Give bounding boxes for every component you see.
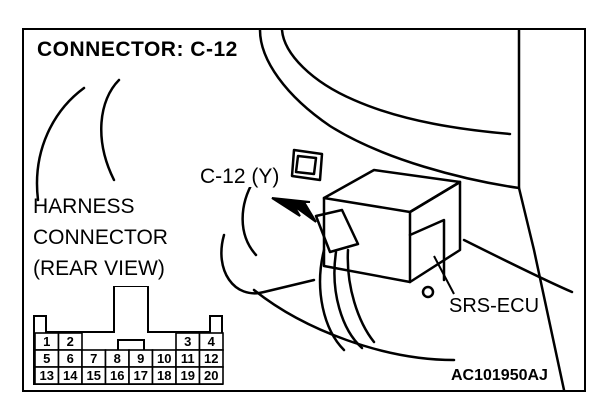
pin-number: 11: [181, 351, 195, 366]
pin-number: 12: [204, 351, 218, 366]
pin-number: 5: [43, 351, 50, 366]
pin-number: 9: [137, 351, 144, 366]
pin-number: 20: [204, 368, 218, 383]
pin-number: 13: [40, 368, 54, 383]
ecu-label: SRS-ECU: [447, 295, 542, 317]
pointer-arrow: [271, 197, 317, 223]
pin-number: 14: [63, 368, 78, 383]
seat-outline-2: [100, 78, 121, 182]
pin-number: 15: [87, 368, 101, 383]
pin-number: 6: [67, 351, 74, 366]
floor-trim-2: [241, 178, 258, 257]
pin-number: 2: [67, 334, 74, 349]
pin-number: 8: [114, 351, 121, 366]
pin-number: 1: [43, 334, 50, 349]
floor-trim: [220, 233, 316, 295]
pin-number: 7: [90, 351, 97, 366]
pin-number: 4: [208, 334, 216, 349]
harness-label-line-3: (REAR VIEW): [33, 257, 165, 280]
figure-code: AC101950AJ: [451, 367, 548, 384]
pin-number: 17: [134, 368, 148, 383]
pin-number: 18: [157, 368, 171, 383]
console-inner: [280, 30, 512, 136]
floor-curve: [252, 288, 456, 362]
floor-right: [462, 238, 574, 294]
console-panel: [258, 30, 521, 190]
pin-number: 19: [181, 368, 195, 383]
ecu-front: [322, 196, 412, 284]
ecu-top: [322, 168, 462, 214]
harness-label-line-1: HARNESS: [33, 195, 135, 218]
diagram-frame: CONNECTOR: C-12 C-12 (Y) HARNESS CONNECT…: [22, 28, 586, 392]
harness-wires: [318, 248, 346, 352]
pin-number: 16: [110, 368, 124, 383]
ecu-leader: [433, 255, 455, 295]
pin-number: 3: [184, 334, 191, 349]
diagram-title: CONNECTOR: C-12: [34, 38, 241, 61]
pin-cell: [198, 366, 224, 385]
connector-body: [314, 208, 360, 254]
pin-number: 10: [157, 351, 171, 366]
ecu-side: [408, 180, 462, 284]
ecu-bracket: [408, 218, 446, 282]
vehicle-illustration: [35, 30, 574, 390]
harness-label-line-2: CONNECTOR: [33, 226, 168, 249]
console-edge: [517, 186, 566, 390]
pinout-housing: [33, 286, 223, 385]
connector-callout: C-12 (Y): [198, 165, 282, 188]
seat-outline: [35, 86, 86, 202]
